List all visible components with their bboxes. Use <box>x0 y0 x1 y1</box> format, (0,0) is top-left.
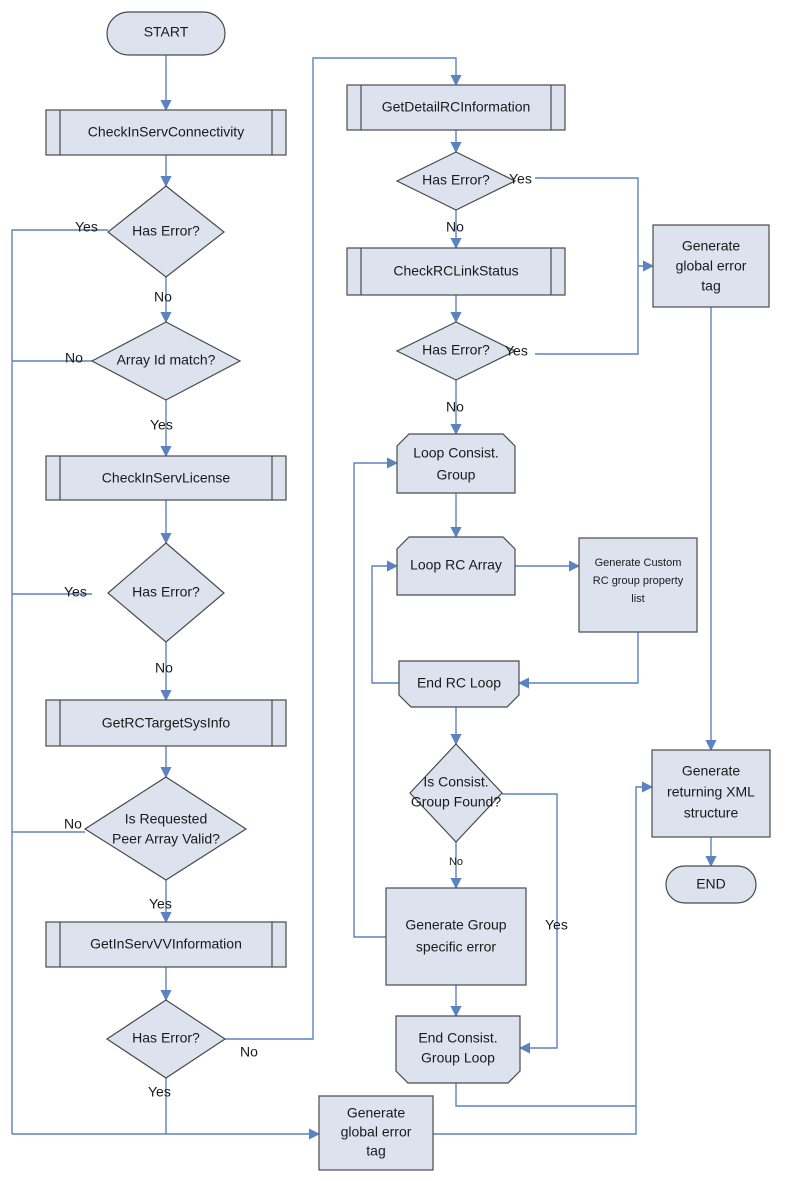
gen-error-bottom-line3: tag <box>366 1143 385 1159</box>
gen-error-right-process: Generate global error tag <box>652 224 770 308</box>
array-id-match-decision: Array Id match? <box>90 321 242 401</box>
start-terminal: START <box>106 11 226 56</box>
gen-custom-line3: list <box>631 593 644 605</box>
edge-label-no: No <box>240 1044 258 1060</box>
edge-label-yes: Yes <box>64 584 87 600</box>
gen-error-bottom-process: Generate global error tag <box>318 1095 434 1171</box>
peer-array-valid-label-line2: Peer Array Valid? <box>112 831 220 847</box>
edge-label-yes: Yes <box>509 171 532 187</box>
edge-label-no: No <box>449 856 463 868</box>
gen-group-error-line2: specific error <box>416 939 496 955</box>
end-consist-loop-line1: End Consist. <box>418 1030 497 1046</box>
check-connectivity-process: CheckInServConnectivity <box>45 109 287 156</box>
edge-label-yes: Yes <box>149 896 172 912</box>
gen-custom-line1: Generate Custom <box>595 557 682 569</box>
gen-xml-line2: returning XML <box>667 784 755 800</box>
edge-label-no: No <box>154 289 172 305</box>
array-id-match-label: Array Id match? <box>117 352 216 368</box>
edge-label-yes: Yes <box>148 1084 171 1100</box>
connector <box>225 57 462 1040</box>
has-error-2-decision: Has Error? <box>107 542 225 643</box>
get-vv-info-label: GetInServVVInformation <box>90 936 242 952</box>
gen-error-right-line3: tag <box>701 278 720 294</box>
peer-array-valid-label-line1: Is Requested <box>125 811 208 827</box>
edge-labels: Yes No No Yes Yes No No Yes No Yes Yes N… <box>64 171 568 1100</box>
get-detail-rc-label: GetDetailRCInformation <box>382 99 531 115</box>
gen-xml-line3: structure <box>684 805 739 821</box>
has-error-1-label: Has Error? <box>132 223 200 239</box>
connector <box>353 457 399 938</box>
connector <box>371 560 399 684</box>
has-error-5-label: Has Error? <box>422 342 490 358</box>
edge-label-no: No <box>446 399 464 415</box>
has-error-5-decision: Has Error? <box>395 321 517 381</box>
has-error-4-label: Has Error? <box>422 172 490 188</box>
consist-found-decision: Is Consist. Group Found? <box>409 743 503 843</box>
connector <box>502 793 558 1054</box>
loop-rc-array-start: Loop RC Array <box>396 536 516 596</box>
end-consist-loop: End Consist. Group Loop <box>395 1015 521 1084</box>
gen-custom-process: Generate Custom RC group property list <box>578 537 698 633</box>
edge-label-no: No <box>446 219 464 235</box>
edge-label-no: No <box>65 350 83 366</box>
has-error-3-decision: Has Error? <box>105 999 227 1079</box>
connector <box>433 1106 637 1135</box>
end-rc-loop: End RC Loop <box>398 660 520 708</box>
edge-label-yes: Yes <box>505 343 528 359</box>
edge-label-yes: Yes <box>150 417 173 433</box>
edge-label-no: No <box>155 660 173 676</box>
edge-label-yes: Yes <box>545 917 568 933</box>
edge-label-no: No <box>64 816 82 832</box>
gen-xml-line1: Generate <box>682 763 741 779</box>
check-link-status-process: CheckRCLinkStatus <box>346 247 566 296</box>
loop-rc-array-label: Loop RC Array <box>410 557 502 573</box>
gen-custom-line2: RC group property <box>593 575 684 587</box>
check-license-process: CheckInServLicense <box>45 455 287 501</box>
consist-found-line2: Group Found? <box>411 794 501 810</box>
connector <box>11 229 108 1134</box>
get-vv-info-process: GetInServVVInformation <box>45 921 287 968</box>
connectors <box>11 55 717 1140</box>
has-error-2-label: Has Error? <box>132 584 200 600</box>
gen-xml-process: Generate returning XML structure <box>651 749 771 838</box>
has-error-4-decision: Has Error? <box>395 151 517 211</box>
start-label: START <box>144 24 189 40</box>
peer-array-valid-decision: Is Requested Peer Array Valid? <box>83 776 248 881</box>
edge-label-yes: Yes <box>75 219 98 235</box>
end-rc-loop-label: End RC Loop <box>417 675 501 691</box>
get-target-sys-info-process: GetRCTargetSysInfo <box>45 699 287 747</box>
get-target-sys-info-label: GetRCTargetSysInfo <box>102 715 231 731</box>
gen-error-bottom-line1: Generate <box>347 1105 406 1121</box>
end-terminal: END <box>665 865 757 904</box>
loop-consist-line2: Group <box>437 467 476 483</box>
loop-consist-start: Loop Consist. Group <box>396 433 516 494</box>
gen-error-bottom-line2: global error <box>341 1124 412 1140</box>
check-connectivity-label: CheckInServConnectivity <box>88 124 244 140</box>
end-consist-loop-line2: Group Loop <box>421 1050 495 1066</box>
check-link-status-label: CheckRCLinkStatus <box>393 263 518 279</box>
connector <box>535 266 639 355</box>
end-label: END <box>696 876 726 892</box>
has-error-1-decision: Has Error? <box>107 185 225 278</box>
connector <box>535 177 655 272</box>
loop-consist-line1: Loop Consist. <box>413 445 499 461</box>
gen-group-error-line1: Generate Group <box>405 917 506 933</box>
gen-group-error-process: Generate Group specific error <box>385 887 527 986</box>
has-error-3-label: Has Error? <box>132 1030 200 1046</box>
check-license-label: CheckInServLicense <box>102 470 231 486</box>
get-detail-rc-process: GetDetailRCInformation <box>346 84 566 131</box>
gen-error-right-line2: global error <box>676 258 747 274</box>
gen-error-right-line1: Generate <box>682 238 741 254</box>
connector <box>517 632 639 689</box>
consist-found-line1: Is Consist. <box>423 774 488 790</box>
